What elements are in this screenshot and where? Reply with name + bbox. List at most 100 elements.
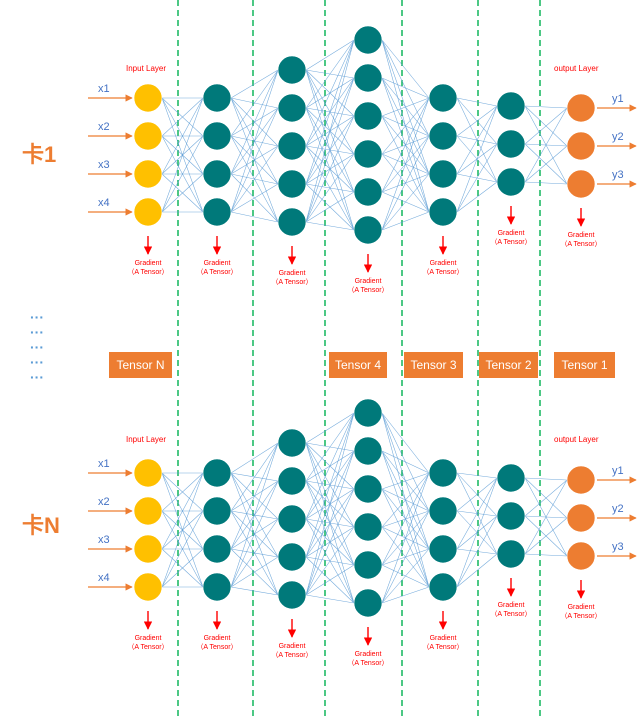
- connection-edge: [230, 107, 279, 213]
- connection-edge: [381, 39, 430, 99]
- input-neuron: [133, 458, 163, 488]
- tensor-box-4: Tensor 4: [329, 352, 387, 378]
- gradient-sublabel: （A Tensor）: [560, 612, 601, 620]
- input-label: x4: [98, 197, 110, 209]
- connection-edge: [230, 69, 279, 137]
- hidden-neuron: [353, 177, 383, 207]
- gradient-label: Gradient: [279, 270, 306, 277]
- gradient-sublabel: （A Tensor）: [347, 659, 388, 667]
- connection-edge: [381, 548, 430, 604]
- gradient-sublabel: （A Tensor）: [490, 610, 531, 618]
- hidden-neuron: [496, 501, 526, 531]
- connection-edge: [161, 472, 204, 512]
- hidden-neuron: [496, 167, 526, 197]
- connection-edge: [230, 556, 279, 588]
- connection-edge: [230, 442, 279, 512]
- tensor-box-2: Tensor 2: [479, 352, 538, 378]
- connection-edge: [230, 480, 279, 588]
- connection-edge: [161, 472, 204, 588]
- connection-edge: [381, 97, 430, 155]
- card-1-edges: [161, 39, 568, 231]
- connection-edge: [524, 553, 568, 557]
- gradient-sublabel: （A Tensor）: [196, 268, 237, 276]
- connection-edge: [524, 181, 568, 185]
- connection-edge: [305, 526, 355, 596]
- hidden-neuron: [202, 534, 232, 564]
- gradient-label: Gradient: [498, 230, 525, 237]
- connection-edge: [161, 135, 204, 213]
- output-layer-title: output Layer: [554, 435, 599, 444]
- connection-edge: [230, 145, 279, 213]
- connection-edge: [456, 97, 498, 107]
- connection-edge: [305, 115, 355, 223]
- hidden-neuron: [353, 550, 383, 580]
- connection-edge: [161, 173, 204, 213]
- connection-edge: [456, 472, 498, 479]
- hidden-neuron: [428, 83, 458, 113]
- hidden-neuron: [428, 496, 458, 526]
- input-label: x1: [98, 458, 110, 470]
- hidden-neuron: [353, 101, 383, 131]
- gradient-label: Gradient: [355, 651, 382, 658]
- output-neuron: [566, 465, 596, 495]
- input-label: x2: [98, 496, 110, 508]
- output-neuron: [566, 93, 596, 123]
- input-neuron: [133, 534, 163, 564]
- connection-edge: [305, 191, 355, 223]
- connection-edge: [381, 412, 430, 474]
- gradient-sublabel: （A Tensor）: [422, 268, 463, 276]
- gradient-sublabel: （A Tensor）: [196, 643, 237, 651]
- connection-edge: [305, 221, 355, 231]
- card-label: 卡1: [22, 142, 56, 167]
- input-label: x3: [98, 159, 110, 171]
- connection-edge: [456, 105, 498, 213]
- connection-edge: [230, 211, 279, 223]
- ellipsis-row: ···: [30, 309, 44, 325]
- gradient-label: Gradient: [498, 602, 525, 609]
- connection-edge: [381, 97, 430, 193]
- tensor-boxes: Tensor N Tensor 4 Tensor 3 Tensor 2 Tens…: [109, 352, 615, 378]
- hidden-neuron: [428, 534, 458, 564]
- connection-edge: [305, 39, 355, 147]
- hidden-neuron: [277, 466, 307, 496]
- hidden-neuron: [353, 215, 383, 245]
- connection-edge: [456, 181, 498, 213]
- connection-edge: [381, 173, 430, 231]
- gradient-label: Gradient: [430, 260, 457, 267]
- tensor-box-n: Tensor N: [109, 352, 172, 378]
- hidden-neuron: [202, 83, 232, 113]
- tensor-label: Tensor 1: [561, 358, 607, 372]
- connection-edge: [381, 450, 430, 474]
- input-neuron: [133, 572, 163, 602]
- hidden-neuron: [428, 159, 458, 189]
- connection-edge: [381, 472, 430, 528]
- connection-edge: [305, 412, 355, 444]
- ellipsis-row: ···: [30, 339, 44, 355]
- hidden-neuron: [202, 458, 232, 488]
- connection-edge: [456, 105, 498, 137]
- connection-edge: [305, 488, 355, 596]
- hidden-neuron: [353, 436, 383, 466]
- gradient-label: Gradient: [204, 635, 231, 642]
- connection-edge: [161, 548, 204, 588]
- gradient-label: Gradient: [568, 604, 595, 611]
- connection-edge: [230, 69, 279, 99]
- hidden-neuron: [277, 131, 307, 161]
- connection-edge: [456, 477, 498, 512]
- gradient-label: Gradient: [430, 635, 457, 642]
- tensor-label: Tensor N: [116, 358, 164, 372]
- gradient-sublabel: （A Tensor）: [347, 286, 388, 294]
- connection-edge: [305, 39, 355, 71]
- output-neuron: [566, 541, 596, 571]
- connection-edge: [305, 594, 355, 604]
- hidden-neuron: [202, 197, 232, 227]
- connection-edge: [230, 518, 279, 588]
- hidden-neuron: [496, 91, 526, 121]
- output-label: y1: [612, 93, 624, 105]
- tensor-label: Tensor 3: [410, 358, 456, 372]
- tensor-label: Tensor 2: [485, 358, 531, 372]
- hidden-neuron: [353, 474, 383, 504]
- connection-edge: [161, 472, 204, 550]
